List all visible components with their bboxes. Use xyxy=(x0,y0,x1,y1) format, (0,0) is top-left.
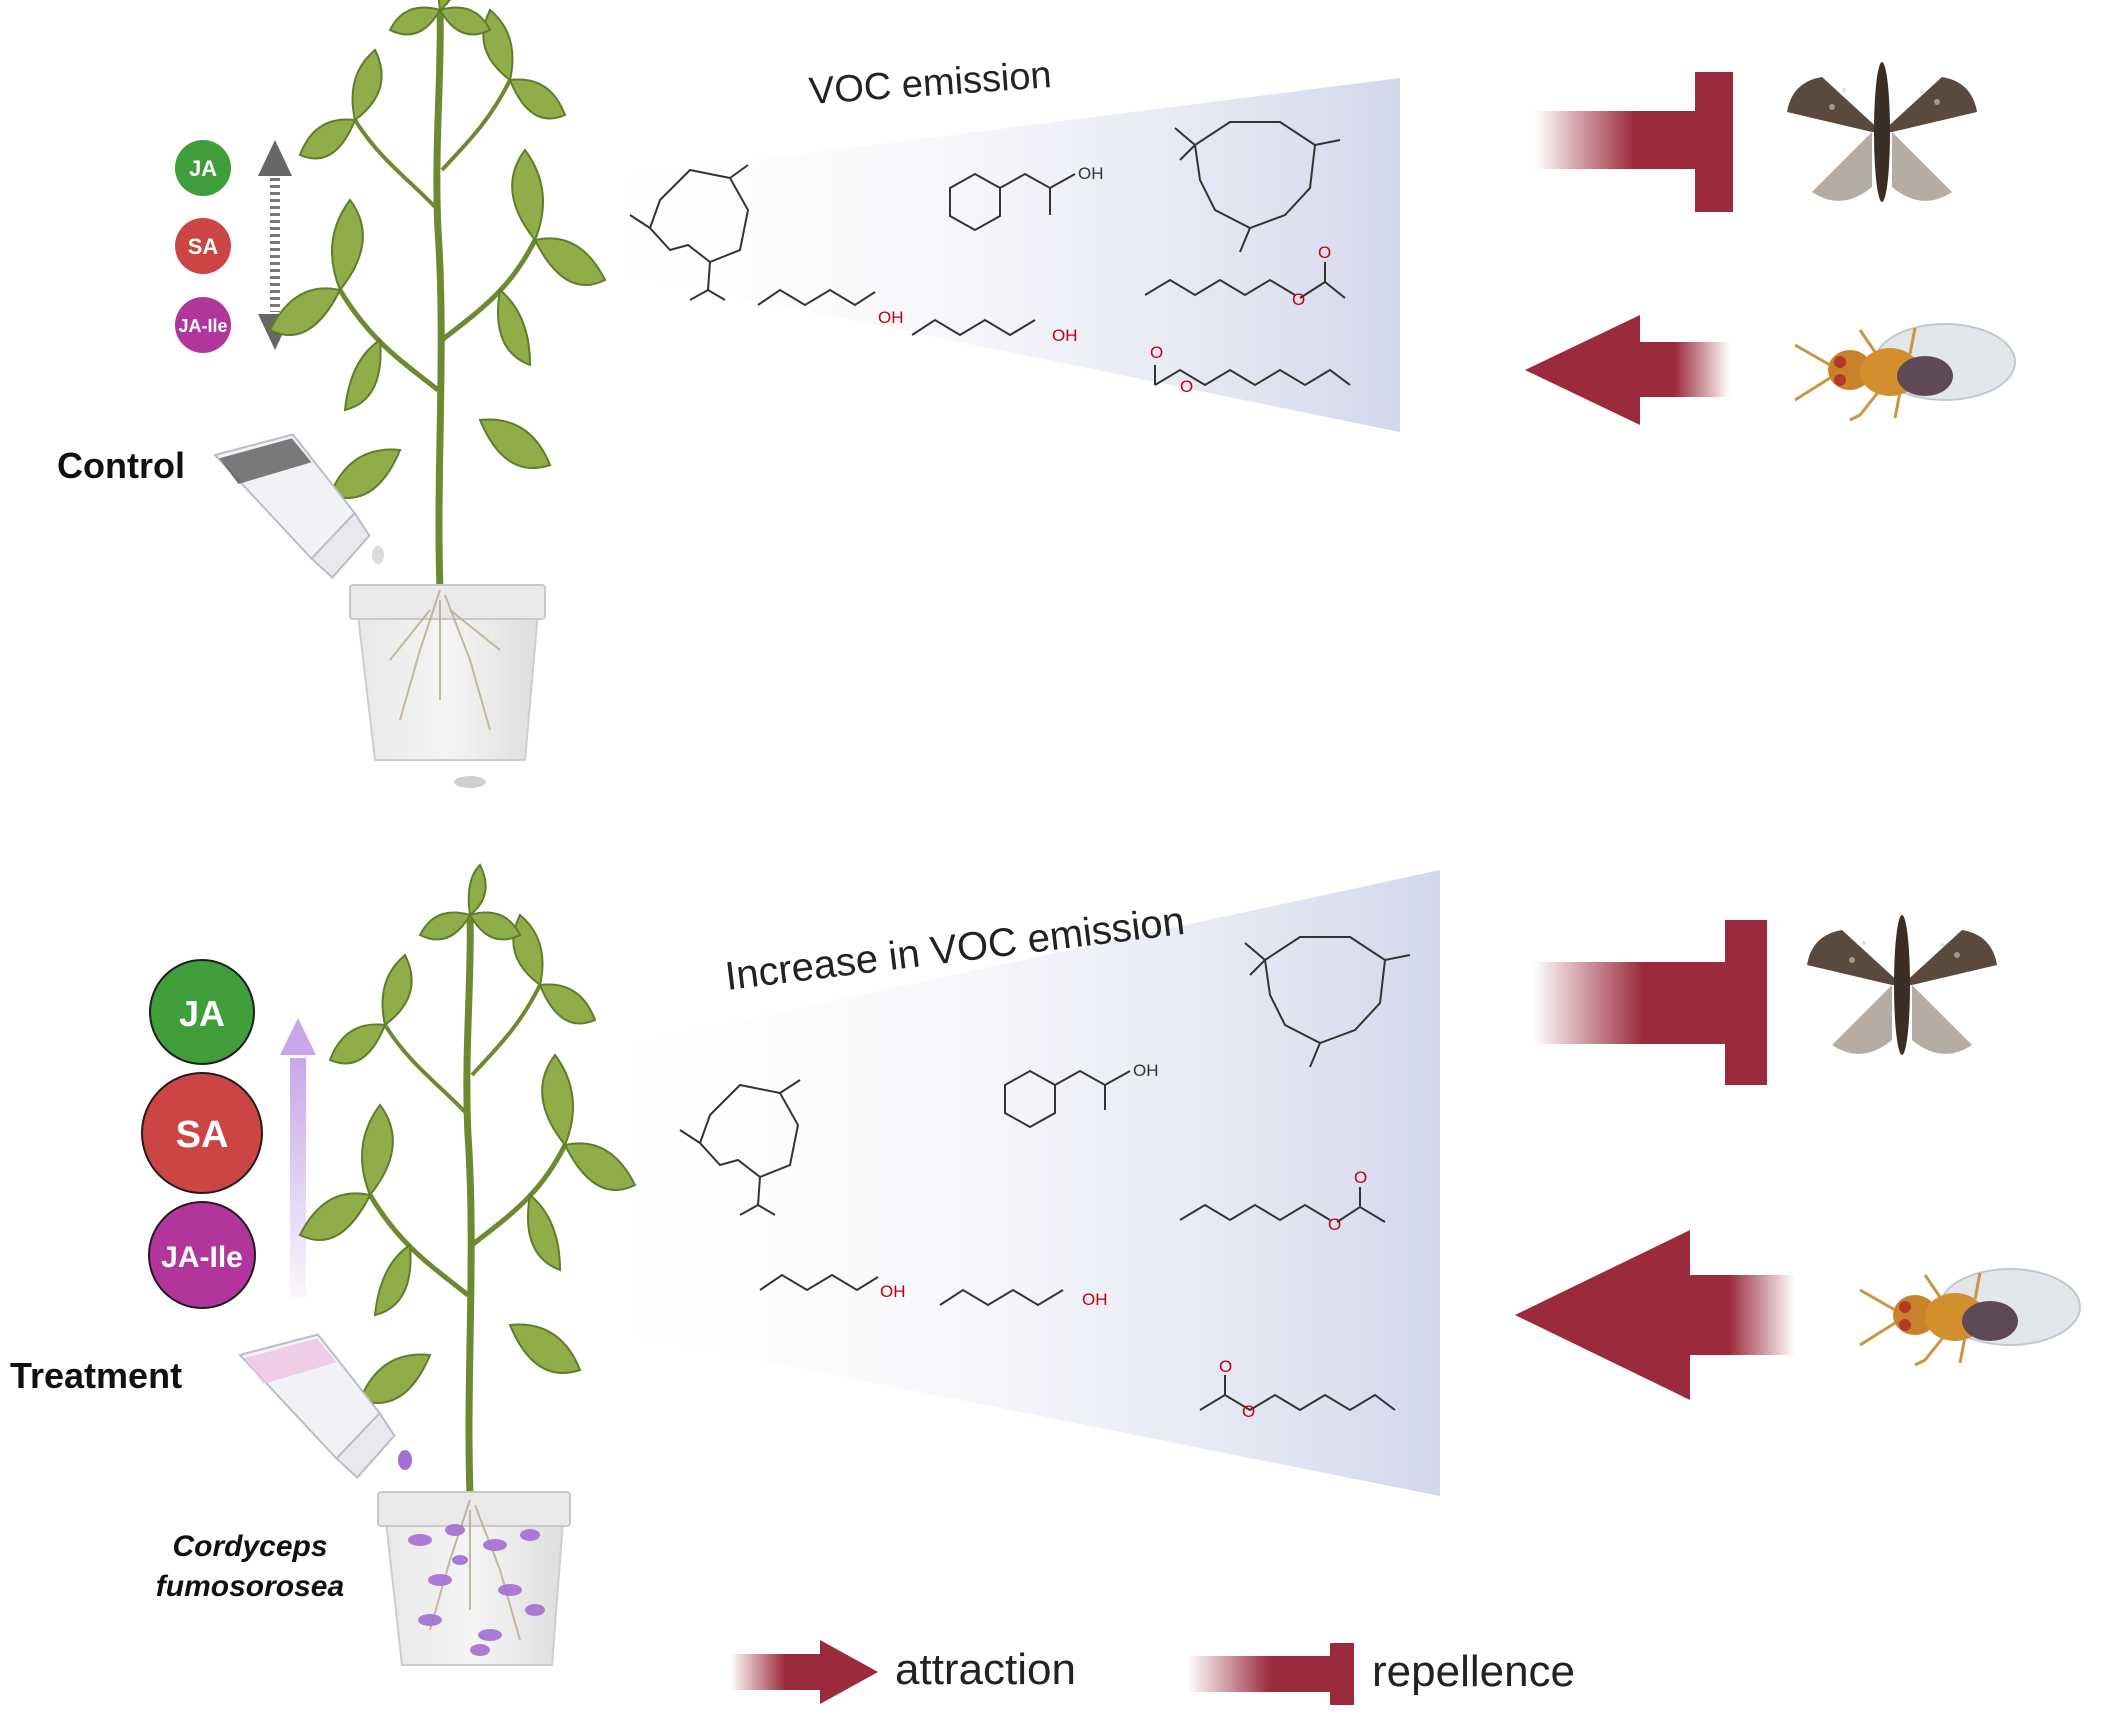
moth-icon-treatment xyxy=(1807,915,1997,1055)
oxygen-label: O xyxy=(1150,343,1163,362)
ja-ile-label-control: JA-Ile xyxy=(178,316,227,336)
oxygen-label: O xyxy=(1242,1402,1255,1421)
pot-icon xyxy=(377,1491,571,1666)
flask-icon-treatment xyxy=(216,1315,416,1486)
legend-repellence-label: repellence xyxy=(1372,1647,1575,1696)
drop-icon xyxy=(398,1450,412,1470)
molecules-control xyxy=(629,121,1351,387)
repellence-arrow-treatment xyxy=(1533,920,1767,1085)
oh-label: OH xyxy=(1052,326,1078,345)
treatment-panel: Increase in VOC emission OH OH OH O O O … xyxy=(10,865,2082,1666)
hormones-treatment: JA SA JA-Ile xyxy=(141,959,316,1309)
oh-label: OH xyxy=(878,308,904,327)
flask-icon-control xyxy=(191,415,391,586)
control-label: Control xyxy=(57,445,185,486)
ja-badge-treatment xyxy=(149,959,255,1065)
oh-label: OH xyxy=(1082,1290,1108,1309)
wasp-icon-control xyxy=(1793,322,2017,422)
oxygen-label: O xyxy=(1328,1215,1341,1234)
sa-badge-control xyxy=(175,218,231,274)
sa-label-treatment: SA xyxy=(176,1114,229,1156)
sa-badge-treatment xyxy=(141,1072,263,1194)
molecules-treatment xyxy=(679,936,1411,1412)
ja-label-treatment: JA xyxy=(179,993,225,1034)
pot-icon xyxy=(349,584,546,788)
ja-label-control: JA xyxy=(189,156,217,181)
attraction-arrow-control xyxy=(1525,315,1730,425)
ja-badge-control xyxy=(175,140,231,196)
legend-attraction-label: attraction xyxy=(895,1645,1076,1694)
oh-label: OH xyxy=(1133,1061,1159,1080)
oxygen-label: O xyxy=(1219,1357,1232,1376)
sa-label-control: SA xyxy=(188,234,219,259)
ja-ile-badge-control xyxy=(175,297,231,353)
voc-title-control: VOC emission xyxy=(808,54,1053,113)
organism-label-line2: fumosorosea xyxy=(156,1570,344,1603)
legend-repellence-arrow xyxy=(1188,1643,1354,1705)
voc-cone-control xyxy=(560,78,1400,432)
drop-icon xyxy=(372,546,384,564)
treatment-label: Treatment xyxy=(10,1355,182,1396)
voc-cone-treatment xyxy=(560,870,1440,1496)
hormones-control: JA SA JA-Ile xyxy=(175,140,292,353)
moth-icon-control xyxy=(1787,62,1977,202)
wasp-icon-treatment xyxy=(1858,1267,2082,1367)
up-arrow-icon xyxy=(280,1018,316,1298)
legend: attraction repellence xyxy=(730,1640,1575,1705)
repellence-arrow-control xyxy=(1535,72,1733,212)
oxygen-label: O xyxy=(1318,243,1331,262)
attraction-arrow-treatment xyxy=(1515,1230,1795,1400)
ja-ile-label-treatment: JA-Ile xyxy=(161,1241,243,1274)
oh-label: OH xyxy=(1078,164,1104,183)
ja-ile-badge-treatment xyxy=(148,1201,256,1309)
oxygen-label: O xyxy=(1292,290,1305,309)
control-panel: VOC emission OH OH OH O O O O xyxy=(57,0,2017,788)
oxygen-label: O xyxy=(1354,1168,1367,1187)
organism-label-line1: Cordyceps xyxy=(172,1530,327,1563)
oxygen-label: O xyxy=(1180,377,1193,396)
molecule-labels-treatment: OH OH OH O O O O xyxy=(880,1061,1367,1421)
legend-attraction-arrow xyxy=(730,1640,878,1704)
oh-label: OH xyxy=(880,1282,906,1301)
molecule-labels-control: OH OH OH O O O O xyxy=(878,164,1331,396)
